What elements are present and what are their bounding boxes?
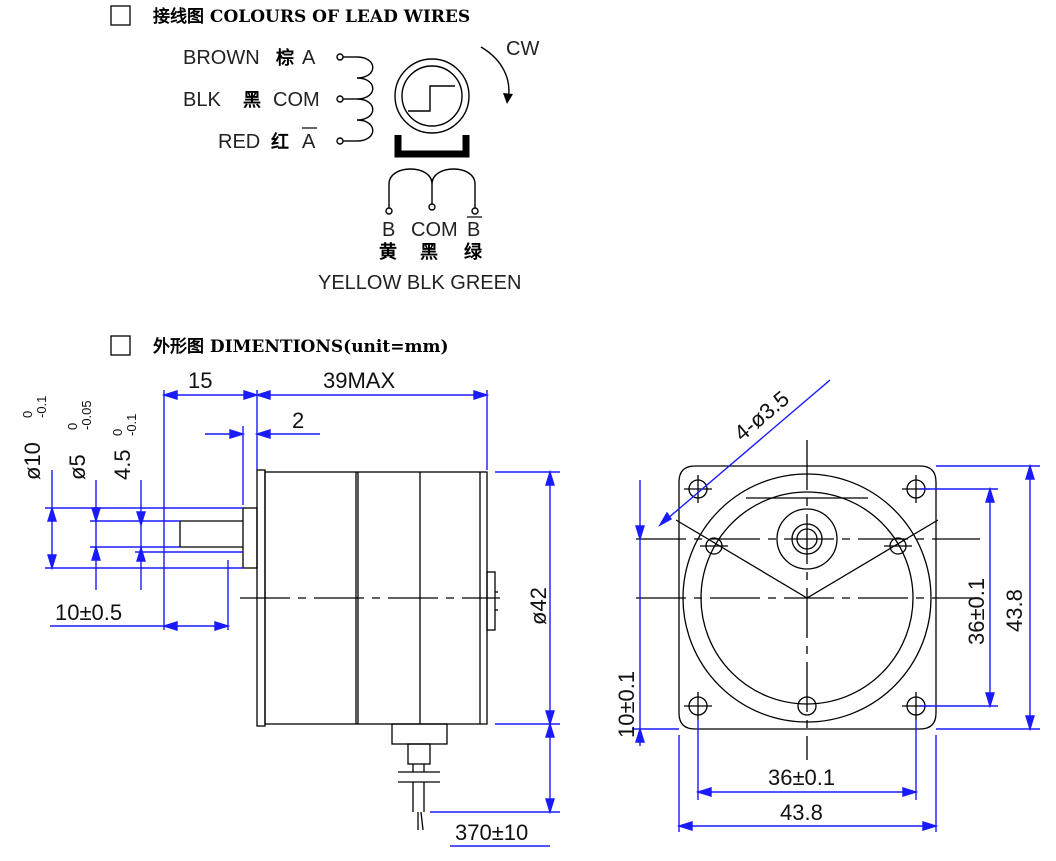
cw-arrow: CW <box>480 38 539 104</box>
front-view-body <box>636 440 980 760</box>
wire-2-color: BLK <box>183 89 221 111</box>
dim-hole-spacing-v: 36±0.1 <box>964 578 989 645</box>
bottom-labels: B COM B 黄 黑 绿 YELLOW BLK GREEN <box>318 216 521 294</box>
wire-1-terminal: A <box>302 47 316 69</box>
dimensions-heading: 外形图 DIMENTIONS(unit=mm) <box>153 336 449 357</box>
dim-2: 2 <box>292 408 304 433</box>
cw-label: CW <box>506 38 539 60</box>
wiring-heading: 接线图 COLOURS OF LEAD WIRES <box>153 6 470 27</box>
side-view-dimensions <box>45 390 560 847</box>
wire-1-color: BROWN <box>183 47 260 69</box>
term-com: COM <box>411 219 458 241</box>
wire-1-cn: 棕 <box>276 47 294 69</box>
dim-flat-tol-lower: -0.1 <box>124 414 139 436</box>
checkbox-dimensions[interactable] <box>110 335 131 356</box>
rotor-symbol <box>394 58 470 158</box>
dim-d5-tol-upper: 0 <box>65 423 80 430</box>
wire-3-cn: 红 <box>271 131 289 153</box>
dim-d10-tol-upper: 0 <box>20 411 35 418</box>
coil-b <box>385 168 479 215</box>
bottom-colors: YELLOW BLK GREEN <box>318 272 521 294</box>
wire-2-cn: 黑 <box>243 90 261 111</box>
cn-yellow: 黄 <box>379 241 397 263</box>
front-view-dimensions <box>632 379 1040 832</box>
dim-height: 43.8 <box>1002 589 1027 632</box>
wire-3-terminal: A <box>302 131 316 153</box>
checkbox-wiring[interactable] <box>110 5 131 26</box>
wire-2-terminal: COM <box>273 89 320 111</box>
cn-black: 黑 <box>420 242 438 263</box>
coil-a <box>336 53 374 145</box>
term-b-bar: B <box>467 219 480 241</box>
dim-hole-spacing-h: 36±0.1 <box>768 765 835 790</box>
dim-d5-tol-lower: -0.05 <box>79 400 94 430</box>
dim-offset: 10±0.1 <box>614 671 639 738</box>
side-view-dim-labels: 15 39MAX 2 10±0.5 370±10 ø42 ø10 0 -0.1 … <box>20 368 551 845</box>
dim-flat-tol-upper: 0 <box>110 429 125 436</box>
front-view-dim-labels: 4-ø3.5 36±0.1 43.8 10±0.1 36±0.1 43.8 <box>614 386 1027 825</box>
dim-flat: 4.5 <box>110 449 135 480</box>
wire-3-color: RED <box>218 131 260 153</box>
dim-d10-tol-lower: -0.1 <box>34 396 49 418</box>
dim-d5: ø5 <box>65 454 90 480</box>
dim-39max: 39MAX <box>323 368 395 393</box>
dim-10-5: 10±0.5 <box>55 600 122 625</box>
dim-d10: ø10 <box>20 442 45 480</box>
dim-d42: ø42 <box>526 587 551 625</box>
dim-width: 43.8 <box>780 800 823 825</box>
left-wire-labels: BROWN 棕 A BLK 黑 COM RED 红 A <box>183 47 320 153</box>
cn-green: 绿 <box>464 241 483 263</box>
dim-15: 15 <box>188 368 212 393</box>
dim-370: 370±10 <box>455 820 528 845</box>
term-b: B <box>382 219 395 241</box>
dim-holes: 4-ø3.5 <box>729 386 794 446</box>
side-view-body <box>179 469 500 831</box>
